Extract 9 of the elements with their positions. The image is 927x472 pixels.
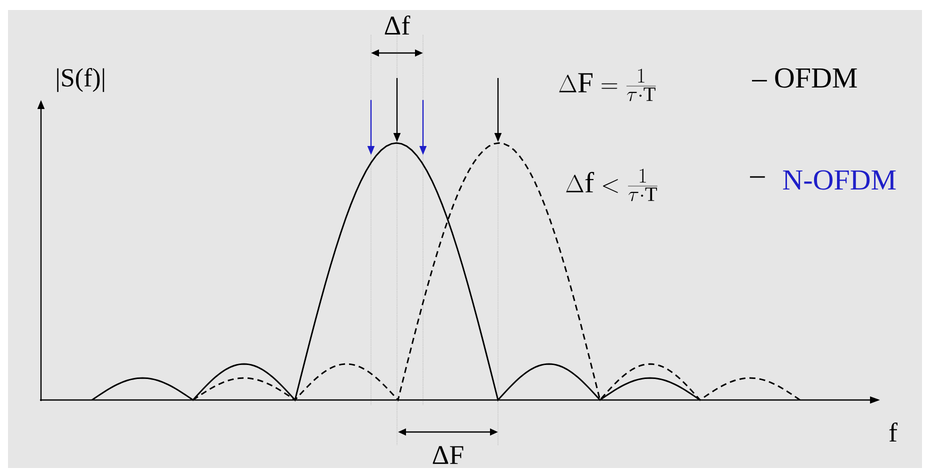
legend-text: – [750,176,765,178]
legend-text: – OFDM [752,68,857,88]
formula: $\Delta \mathrm{F} = \frac{1}{\tau \cdot \mathrm{T}}$ [559,68,656,102]
axis-label: |S(f)| [57,68,104,92]
dimension-label: ΔF [432,446,464,464]
formula: $\Delta \mathrm{f} < \frac{1}{\tau \cdot \mathrm{T}}$ [566,168,658,202]
legend-text: N-OFDM [783,170,896,190]
dimension-label: Δf [384,16,410,34]
axis-label: f [889,422,898,442]
